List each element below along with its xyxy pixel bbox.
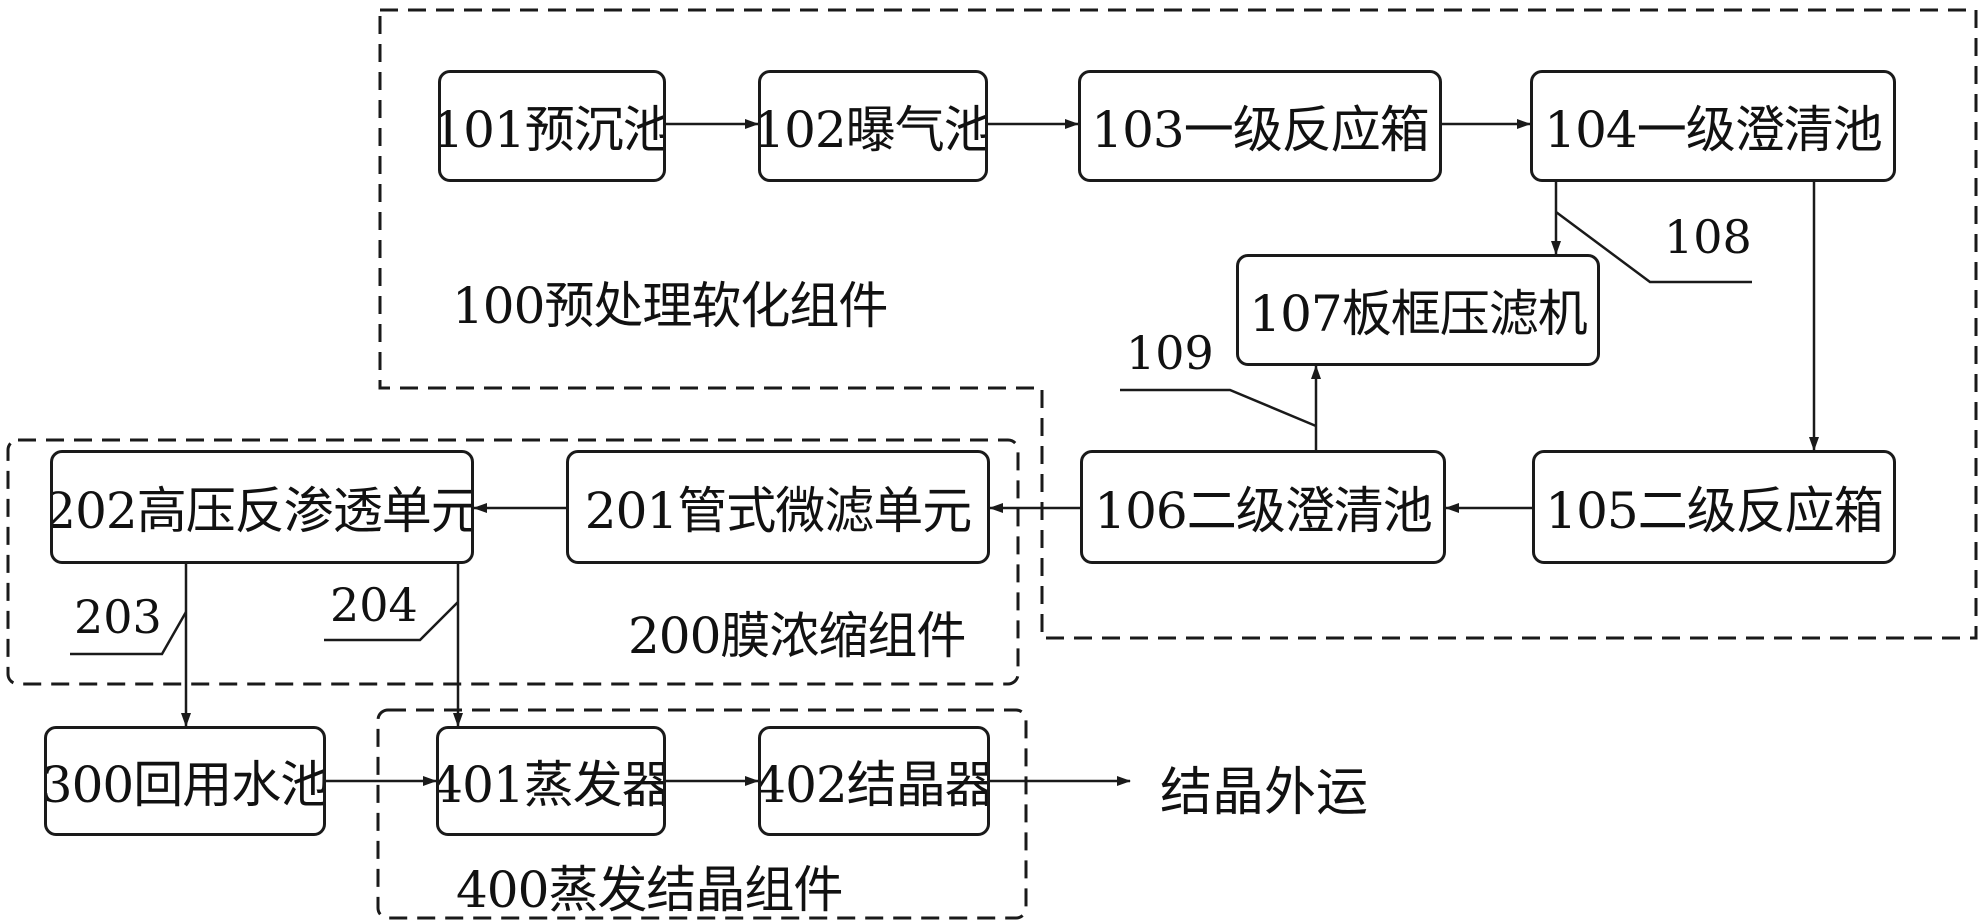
group-100-label: 100预处理软化组件 [452, 277, 888, 335]
ref-203: 203 [74, 590, 162, 644]
ref-109: 109 [1126, 326, 1214, 380]
leader-108 [1555, 210, 1752, 284]
group-200-label: 200膜浓缩组件 [628, 607, 966, 665]
box-105-secondary-reaction-tank: 105二级反应箱 [1532, 450, 1896, 564]
leader-204 [324, 601, 459, 642]
box-101-pre-sedimentation-tank: 101预沉池 [438, 70, 666, 182]
ref-108: 108 [1664, 210, 1752, 264]
crystal-output-label: 结晶外运 [1160, 763, 1369, 823]
box-401-evaporator: 401蒸发器 [436, 726, 666, 836]
box-202-high-pressure-reverse-osmosis-unit: 202高压反渗透单元 [50, 450, 474, 564]
box-201-tubular-microfiltration-unit: 201管式微滤单元 [566, 450, 990, 564]
box-103-primary-reaction-tank: 103一级反应箱 [1078, 70, 1442, 182]
box-300-reuse-water-tank: 300回用水池 [44, 726, 326, 836]
group-400-boundary [376, 708, 1028, 920]
group-100-boundary [378, 8, 1978, 640]
leader-203 [70, 611, 188, 656]
box-104-primary-clarifier: 104一级澄清池 [1530, 70, 1896, 182]
box-402-crystallizer: 402结晶器 [758, 726, 990, 836]
box-107-plate-frame-filter-press: 107板框压滤机 [1236, 254, 1600, 366]
box-102-aeration-tank: 102曝气池 [758, 70, 988, 182]
group-200-boundary [6, 438, 1020, 686]
leader-109 [1120, 388, 1317, 428]
group-400-label: 400蒸发结晶组件 [456, 861, 843, 919]
box-106-secondary-clarifier: 106二级澄清池 [1080, 450, 1446, 564]
ref-204: 204 [330, 578, 418, 632]
